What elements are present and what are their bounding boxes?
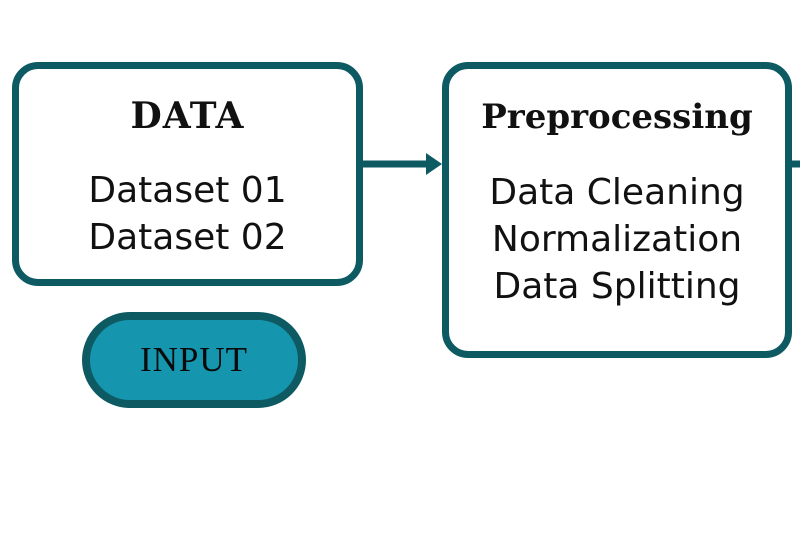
preprocessing-item-data-cleaning: Data Cleaning — [489, 172, 745, 213]
data-item-dataset-02: Dataset 02 — [88, 217, 287, 258]
preprocessing-item-data-splitting: Data Splitting — [493, 266, 741, 307]
preprocessing-box-items: Data Cleaning Normalization Data Splitti… — [449, 169, 785, 310]
preprocessing-box-title: Preprocessing — [481, 97, 753, 137]
data-box-items: Dataset 01 Dataset 02 — [19, 167, 356, 261]
input-pill: INPUT — [82, 312, 306, 408]
data-box-title: DATA — [130, 95, 245, 137]
preprocessing-item-normalization: Normalization — [491, 219, 743, 260]
data-item-dataset-01: Dataset 01 — [88, 170, 287, 211]
arrowhead-icon — [426, 153, 442, 175]
data-box: DATA Dataset 01 Dataset 02 — [12, 62, 363, 286]
preprocessing-box: Preprocessing Data Cleaning Normalizatio… — [442, 62, 792, 358]
input-pill-label: INPUT — [139, 340, 249, 379]
